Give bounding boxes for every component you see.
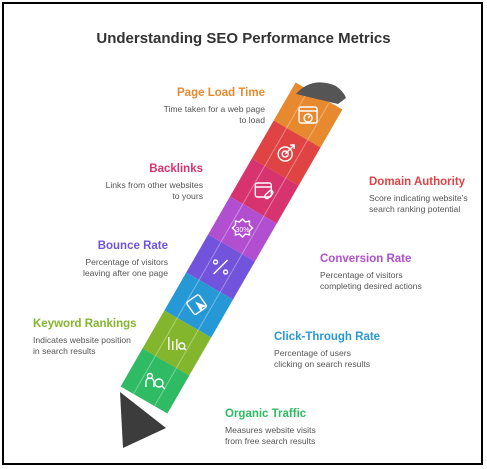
desc-line: Links from other websites bbox=[105, 180, 203, 190]
pencil-facet-line bbox=[154, 367, 177, 407]
pencil-segment-conversion bbox=[208, 196, 277, 262]
desc-conversion-rate: Percentage of visitors completing desire… bbox=[320, 270, 422, 292]
desc-keyword-rankings: Indicates website position in search res… bbox=[33, 335, 131, 357]
pencil-facet-line bbox=[242, 165, 266, 205]
pencil-facet-line bbox=[285, 139, 309, 179]
pencil-cap bbox=[296, 82, 346, 104]
desc-line: to load bbox=[239, 115, 265, 125]
desc-line: search ranking potential bbox=[369, 204, 461, 214]
icon-percent-text: 30% bbox=[235, 227, 249, 234]
pencil-facet-line bbox=[175, 329, 199, 369]
pencil-facet-line bbox=[133, 355, 156, 395]
pencil-facet-line bbox=[154, 317, 178, 357]
desc-line: Indicates website position bbox=[33, 335, 131, 345]
desc-click-through-rate: Percentage of users clicking on search r… bbox=[274, 348, 370, 370]
desc-line: to yours bbox=[172, 191, 203, 201]
exit-percent-icon bbox=[212, 259, 229, 275]
pencil-facet-line bbox=[198, 241, 222, 281]
desc-line: from free search results bbox=[225, 436, 316, 446]
label-page-load-time: Page Load Time bbox=[177, 87, 265, 99]
label-organic-traffic: Organic Traffic bbox=[225, 408, 307, 420]
desc-line: Percentage of users bbox=[274, 348, 351, 358]
desc-line: clicking on search results bbox=[274, 359, 371, 369]
speed-gauge-icon bbox=[298, 106, 318, 124]
cursor-click-icon bbox=[186, 294, 207, 315]
page-title: Understanding SEO Performance Metrics bbox=[96, 30, 391, 47]
label-keyword-rankings: Keyword Rankings bbox=[33, 318, 137, 330]
people-search-icon bbox=[145, 372, 166, 390]
pencil-facet-line bbox=[176, 279, 200, 319]
bar-chart-search-icon bbox=[168, 337, 187, 351]
percent-badge-icon: 30% bbox=[231, 218, 254, 238]
desc-line: Time taken for a web page bbox=[163, 104, 265, 114]
desc-line: Percentage of visitors bbox=[85, 257, 168, 267]
pencil-facet-line bbox=[286, 89, 309, 129]
desc-organic-traffic: Measures website visits from free search… bbox=[225, 425, 316, 447]
desc-backlinks: Links from other websites to yours bbox=[90, 180, 203, 202]
pencil-facet-line bbox=[197, 291, 221, 331]
desc-line: Measures website visits bbox=[225, 425, 316, 435]
desc-bounce-rate: Percentage of visitors leaving after one… bbox=[60, 257, 168, 279]
target-arrow-icon bbox=[277, 144, 295, 162]
label-conversion-rate: Conversion Rate bbox=[320, 253, 412, 265]
pencil-tip bbox=[120, 392, 166, 448]
label-bounce-rate: Bounce Rate bbox=[97, 240, 168, 252]
label-click-through-rate: Click-Through Rate bbox=[274, 331, 381, 343]
browser-link-icon bbox=[254, 182, 274, 200]
desc-line: Score indicating website's bbox=[369, 193, 468, 203]
label-domain-authority: Domain Authority bbox=[369, 176, 466, 188]
pencil-facet-line bbox=[220, 203, 244, 243]
desc-line: Percentage of visitors bbox=[320, 270, 403, 280]
label-backlinks: Backlinks bbox=[149, 163, 203, 175]
pencil-facet-line bbox=[264, 127, 288, 167]
pencil-segment-backlinks bbox=[229, 158, 299, 224]
desc-line: completing desired actions bbox=[320, 281, 422, 291]
pencil-facet-line bbox=[307, 101, 330, 141]
pencil-facet-line bbox=[219, 253, 243, 293]
desc-line: leaving after one page bbox=[82, 268, 168, 278]
pencil-facet-line bbox=[241, 215, 265, 255]
desc-domain-authority: Score indicating website's search rankin… bbox=[369, 193, 468, 215]
pencil-segment-page-load bbox=[273, 82, 343, 148]
pencil-facet-line bbox=[263, 177, 287, 217]
desc-line: in search results bbox=[33, 346, 96, 356]
desc-page-load-time: Time taken for a web page to load bbox=[140, 104, 265, 126]
